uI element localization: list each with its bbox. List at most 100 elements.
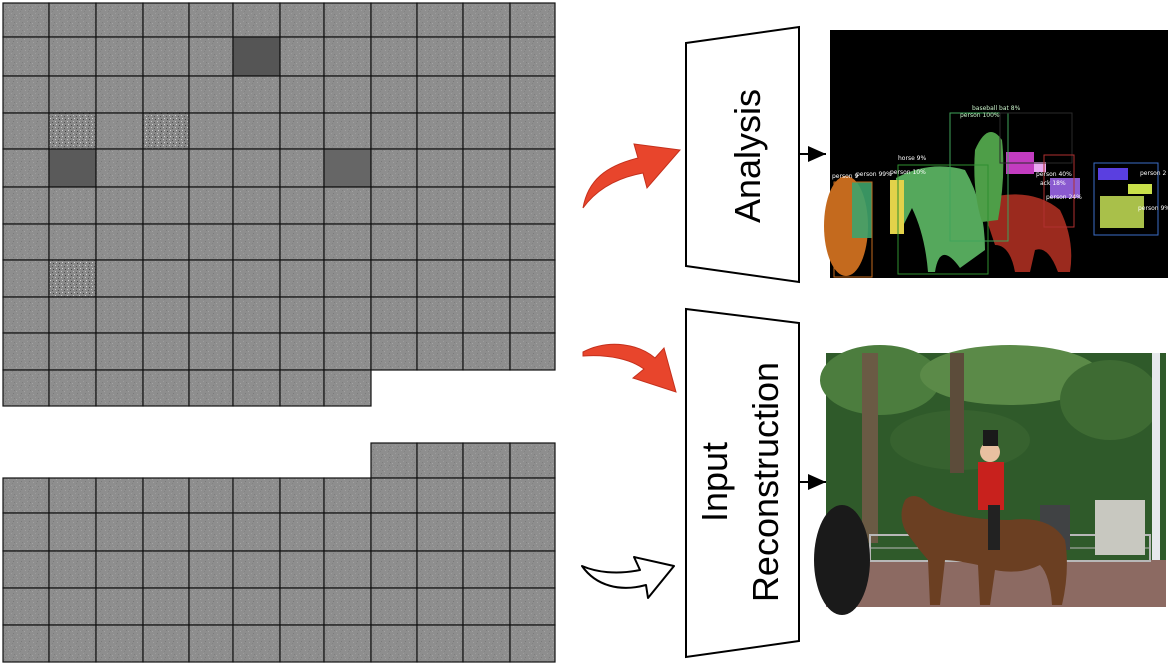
feature-map-cell: [462, 512, 511, 552]
feature-map-cell: [416, 512, 464, 552]
feature-map-cell: [416, 296, 464, 334]
feature-map-cell: [509, 36, 556, 77]
feature-map-cell: [370, 332, 418, 371]
feature-map-cell: [95, 223, 144, 261]
feature-map-cell: [142, 296, 190, 334]
feature-map-cell: [2, 259, 50, 298]
feature-map-cell: [323, 512, 372, 552]
feature-map-cell: [232, 75, 281, 114]
feature-map-cell: [142, 369, 190, 407]
feature-map-cell: [95, 148, 144, 188]
feature-map-cell: [2, 369, 50, 407]
feature-map-cell: [462, 148, 511, 188]
feature-map-cell: [416, 332, 464, 371]
feature-map-cell: [416, 36, 464, 77]
det-label-11: person 9: [832, 173, 858, 180]
feature-map-cell: [232, 512, 281, 552]
feature-map-cell: [142, 512, 190, 552]
feature-map-cell: [416, 624, 464, 663]
analysis-label: Analysis: [727, 89, 768, 223]
feature-map-cell: [142, 624, 190, 663]
det-label-9: person 9%: [1138, 205, 1170, 212]
feature-map-cell: [232, 550, 281, 589]
feature-map-cell: [48, 259, 97, 298]
feature-map-cell: [2, 512, 50, 552]
analysis-module: Analysis: [685, 25, 800, 284]
feature-map-cell: [142, 223, 190, 261]
feature-map-cell: [2, 75, 50, 114]
feature-map-cell: [509, 550, 556, 589]
feature-map-cell: [279, 477, 325, 514]
feature-map-cell: [279, 550, 325, 589]
feature-map-cell: [188, 186, 234, 225]
det-label-1: baseball bat 8%: [972, 105, 1021, 112]
feature-map-cell: [142, 112, 190, 150]
feature-map-cell: [48, 36, 97, 77]
feature-map-cell: [279, 148, 325, 188]
feature-map-cell: [509, 587, 556, 626]
feature-map-cell: [188, 512, 234, 552]
feature-map-cell: [188, 587, 234, 626]
feature-map-cell: [95, 369, 144, 407]
feature-map-cell: [142, 332, 190, 371]
feature-map-cell: [370, 624, 418, 663]
feature-map-cell: [142, 2, 190, 38]
feature-map-cell: [323, 112, 372, 150]
feature-map-cell: [370, 36, 418, 77]
feature-map-cell: [279, 587, 325, 626]
feature-map-cell: [416, 477, 464, 514]
top-feature-map-grid: [2, 2, 556, 407]
red-arrow-to-analysis: [582, 143, 681, 209]
reconstruction-label-line2: Reconstruction: [745, 362, 786, 602]
feature-map-cell: [95, 624, 144, 663]
feature-map-cell: [188, 223, 234, 261]
feature-map-cell: [2, 587, 50, 626]
feature-map-cell: [323, 259, 372, 298]
feature-map-cell: [416, 587, 464, 626]
feature-map-cell: [323, 369, 372, 407]
feature-map-cell: [188, 148, 234, 188]
feature-map-cell: [279, 369, 325, 407]
feature-map-cell: [95, 186, 144, 225]
feature-map-cell: [48, 2, 97, 38]
feature-map-cell: [2, 624, 50, 663]
feature-map-cell: [232, 36, 281, 77]
feature-map-cell: [188, 259, 234, 298]
feature-map-cell: [2, 186, 50, 225]
feature-map-cell: [95, 75, 144, 114]
reconstruction-label-line1: Input: [694, 442, 735, 522]
feature-map-cell: [279, 75, 325, 114]
feature-map-cell: [462, 2, 511, 38]
feature-map-cell: [323, 296, 372, 334]
feature-map-cell: [188, 624, 234, 663]
feature-map-cell: [2, 2, 50, 38]
feature-map-cell: [416, 442, 464, 479]
feature-map-cell: [232, 2, 281, 38]
feature-map-cell: [2, 148, 50, 188]
feature-map-cell: [142, 186, 190, 225]
feature-map-cell: [142, 36, 190, 77]
feature-map-cell: [509, 112, 556, 150]
feature-map-cell: [48, 332, 97, 371]
feature-map-cell: [142, 477, 190, 514]
feature-map-cell: [416, 550, 464, 589]
feature-map-cell: [2, 223, 50, 261]
feature-map-cell: [232, 624, 281, 663]
det-label-4: horse 9%: [898, 155, 926, 162]
feature-map-cell: [232, 296, 281, 334]
det-label-3: person 99%: [856, 171, 892, 178]
feature-map-cell: [323, 36, 372, 77]
det-label-2: person 100%: [960, 112, 1000, 119]
feature-map-cell: [48, 296, 97, 334]
feature-map-cell: [279, 36, 325, 77]
feature-map-cell: [370, 259, 418, 298]
feature-map-cell: [509, 223, 556, 261]
feature-map-cell: [279, 296, 325, 334]
feature-map-cell: [279, 332, 325, 371]
feature-map-cell: [142, 259, 190, 298]
bottom-feature-map-grid: [2, 442, 556, 663]
feature-map-cell: [188, 75, 234, 114]
feature-map-cell: [323, 587, 372, 626]
feature-map-cell: [323, 332, 372, 371]
feature-map-cell: [416, 223, 464, 261]
